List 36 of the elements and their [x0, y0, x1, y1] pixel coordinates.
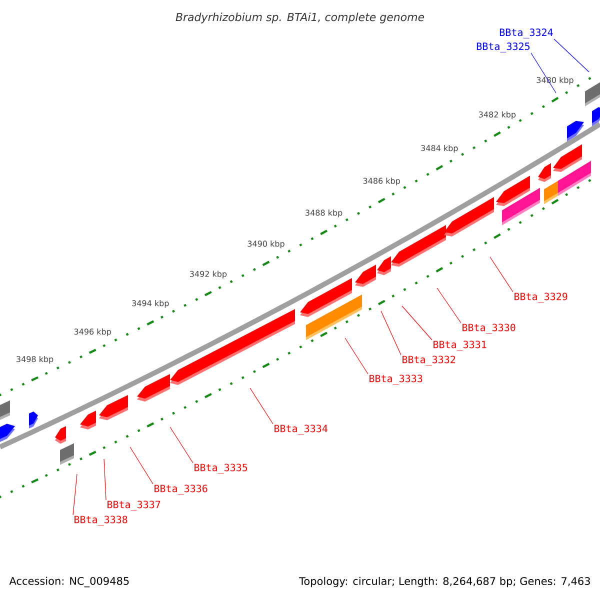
gene-label: BBta_3329 [514, 292, 568, 302]
leader-line [436, 288, 462, 324]
tick-label: 3484 kbp [421, 144, 458, 153]
gene-label: BBta_3335 [194, 464, 248, 474]
accession-text: Accession: NC_009485 [9, 576, 129, 588]
leader-line [130, 446, 154, 484]
gene-label: BBta_3336 [154, 484, 208, 494]
tick-label: 3494 kbp [132, 300, 169, 308]
genome-info-text: Topology: circular; Length: 8,264,687 bp; Genes: 7,463 [299, 576, 590, 588]
leader-line [250, 388, 274, 424]
leader-line [170, 426, 194, 464]
tick-label: 3486 kbp [363, 178, 400, 186]
gene-label: BBta_3333 [370, 374, 422, 384]
leader-line [344, 338, 368, 374]
gene-label: BBta_3330 [462, 324, 516, 334]
leader-line [72, 474, 78, 516]
gene-label: BBta_3331 [434, 340, 486, 350]
gene-label: BBta_3338 [74, 516, 128, 526]
gene-label: BBta_3324 [500, 28, 553, 38]
tick-label: 3496 kbp [74, 328, 111, 336]
gene-label: BBta_3332 [402, 356, 456, 366]
leader-line [554, 38, 590, 72]
tick-label: 3492 kbp [190, 270, 227, 278]
leader-line [104, 458, 106, 500]
leader-line [490, 256, 514, 292]
gene-label: BBta_3337 [108, 500, 160, 510]
leader-line [530, 52, 556, 94]
tick-label: 3482 kbp [478, 111, 516, 120]
gene-label: BBta_3325 [476, 42, 530, 52]
gene-label: BBta_3334 [274, 424, 328, 434]
leader-line [380, 310, 402, 356]
tick-label: 3488 kbp [306, 210, 342, 218]
title: Bradyrhizobium sp. BTAi1, complete genome [176, 12, 424, 24]
tick-label: 3490 kbp [248, 240, 284, 248]
tick-label: 3498 kbp [16, 356, 54, 364]
leader-line [402, 306, 432, 340]
